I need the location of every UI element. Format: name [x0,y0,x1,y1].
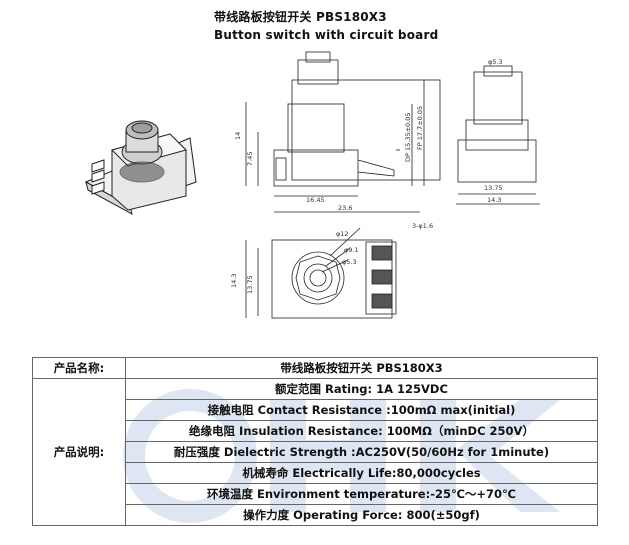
svg-text:7.45: 7.45 [246,152,254,166]
svg-text:φ9.1: φ9.1 [344,246,359,254]
product-3d-sketch [84,120,197,215]
svg-text:16.45: 16.45 [306,196,325,204]
side-view [456,65,540,205]
spec-row: 耐压强度 Dielectric Strength :AC250V(50/60Hz… [33,441,598,463]
svg-text:φ5.3: φ5.3 [342,258,357,266]
spec-row: 机械寿命 Electrically Life:80,000cycles [33,462,598,484]
spec-dielectric-strength: 耐压强度 Dielectric Strength :AC250V(50/60Hz… [125,441,598,463]
svg-text:23.6: 23.6 [338,204,352,212]
svg-text:DP 15.35±0.05: DP 15.35±0.05 [404,112,412,162]
spec-environment-temperature: 环境温度 Environment temperature:-25℃～+70℃ [125,483,598,505]
desc-label: 产品说明: [32,378,126,526]
spec-row: 产品说明: 额定范围 Rating: 1A 125VDC [32,378,598,526]
front-view [245,51,441,213]
spec-rating: 额定范围 Rating: 1A 125VDC [125,378,598,400]
svg-text:φ12: φ12 [336,230,349,238]
spec-row: 操作力度 Operating Force: 800(±50gf) [33,504,598,526]
svg-text:13.75: 13.75 [246,275,254,294]
svg-text:3-φ1.6: 3-φ1.6 [412,222,433,230]
svg-text:13.75: 13.75 [484,184,503,192]
name-label: 产品名称: [32,357,126,379]
spec-electrical-life: 机械寿命 Electrically Life:80,000cycles [125,462,598,484]
product-subtitle: Button switch with circuit board [214,28,439,42]
svg-text:14: 14 [234,132,242,140]
product-title: 带线路板按钮开关 PBS180X3 [214,10,387,24]
spec-row-name: 产品名称: 带线路板按钮开关 PBS180X3 [32,357,598,379]
spec-row: 接触电阻 Contact Resistance :100mΩ max(initi… [33,399,598,421]
top-view [245,227,397,319]
svg-text:14.3: 14.3 [230,274,238,288]
svg-text:14.3: 14.3 [487,196,501,204]
spec-table: 产品名称: 带线路板按钮开关 PBS180X3 产品说明: 额定范围 Ratin… [32,357,598,526]
spec-insulation-resistance: 绝缘电阻 Insulation Resistance: 100MΩ（minDC … [125,420,598,442]
svg-text:φ5.3: φ5.3 [488,58,503,66]
spec-contact-resistance: 接触电阻 Contact Resistance :100mΩ max(initi… [125,399,598,421]
name-value: 带线路板按钮开关 PBS180X3 [125,357,598,379]
spec-operating-force: 操作力度 Operating Force: 800(±50gf) [125,504,598,526]
technical-drawing: 14 7.45 DP 15.35±0.05 FP 17.7±0.05 16.45… [84,51,540,319]
svg-text:FP 17.7±0.05: FP 17.7±0.05 [416,106,424,150]
